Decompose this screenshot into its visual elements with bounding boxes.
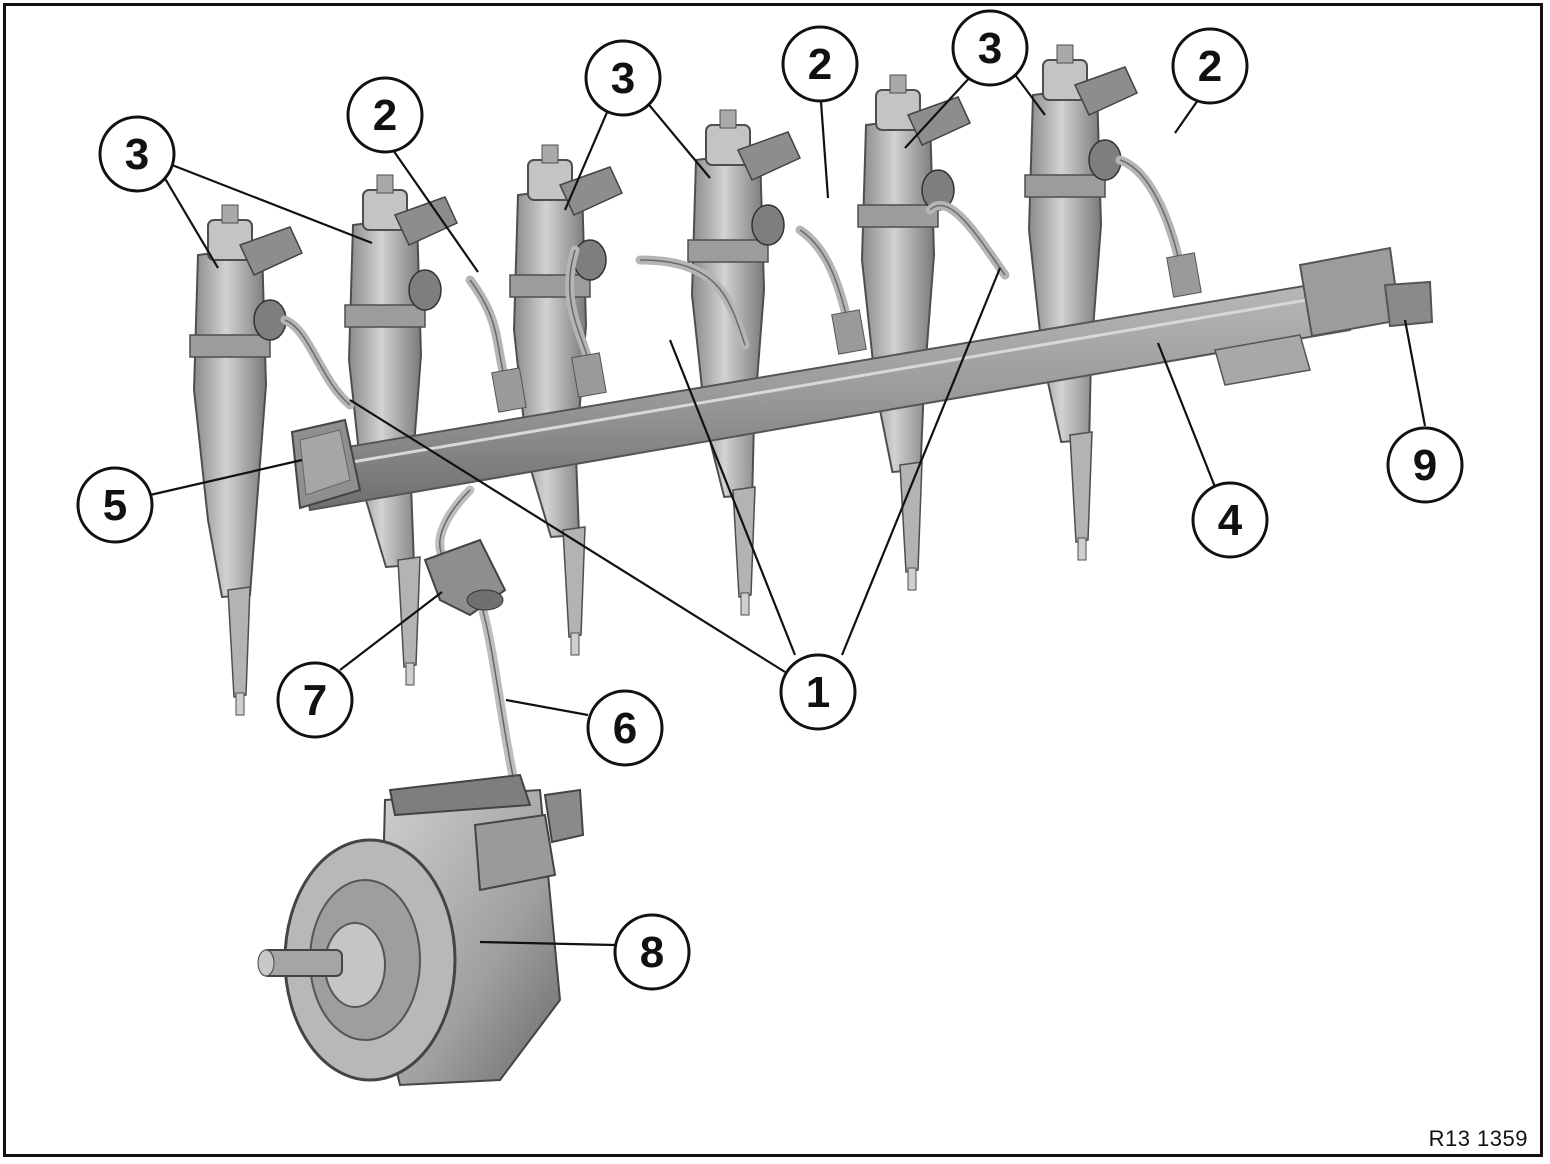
- callout-4: 4: [1191, 481, 1269, 559]
- callout-3: 3: [98, 115, 176, 193]
- leader-lines: [149, 67, 1427, 947]
- callout-label: 2: [373, 91, 397, 140]
- rail-port-1: [491, 367, 527, 413]
- figure-code: R13 1359: [1428, 1126, 1528, 1151]
- high-pressure-pump: [257, 773, 585, 1087]
- callout-6: 6: [586, 689, 664, 767]
- injector-2: [344, 174, 458, 686]
- rail-port-4: [1166, 252, 1202, 298]
- injector-3: [509, 144, 623, 656]
- pump-connector: [543, 788, 585, 844]
- line-connector-nut: [423, 538, 507, 617]
- callout-9: 9: [1386, 426, 1464, 504]
- callout-label: 4: [1218, 496, 1243, 545]
- callout-label: 3: [611, 54, 635, 103]
- callouts: 3 2 3 2 3 2 5 4 9 7 1 6 8: [76, 9, 1464, 991]
- fuel-line-2: [465, 275, 510, 385]
- rail-pressure-sensor: [1214, 246, 1434, 386]
- callout-1: 1: [779, 653, 857, 731]
- callout-5: 5: [76, 466, 154, 544]
- fuel-line-outlines: [284, 159, 1181, 406]
- callout-2: 2: [781, 25, 859, 103]
- rail-port-3: [831, 309, 867, 355]
- callout-7: 7: [276, 661, 354, 739]
- injector-1: [189, 204, 303, 716]
- injector-4: [687, 109, 801, 616]
- callout-label: 9: [1413, 441, 1437, 490]
- fuel-line-6: [925, 201, 1010, 280]
- callout-label: 3: [125, 130, 149, 179]
- callout-label: 7: [303, 676, 327, 725]
- callout-2: 2: [1171, 27, 1249, 105]
- high-pressure-rail: [298, 252, 1352, 512]
- rail-port-2: [571, 352, 607, 398]
- callout-label: 2: [1198, 42, 1222, 91]
- injector-6: [1024, 44, 1138, 561]
- fuel-line-7: [1115, 155, 1185, 270]
- callout-3: 3: [584, 39, 662, 117]
- injectors: [189, 44, 1138, 716]
- callout-2: 2: [346, 76, 424, 154]
- callout-label: 8: [640, 928, 664, 977]
- callout-label: 5: [103, 481, 127, 530]
- injector-5: [857, 74, 971, 591]
- pressure-control-valve: [290, 418, 362, 510]
- callout-label: 1: [806, 668, 830, 717]
- callout-label: 2: [808, 40, 832, 89]
- pump-valve-housing: [473, 813, 557, 892]
- callout-label: 3: [978, 24, 1002, 73]
- fuel-line-1: [280, 315, 355, 410]
- callout-8: 8: [613, 913, 691, 991]
- callout-3: 3: [951, 9, 1029, 87]
- high-pressure-line: [435, 485, 525, 815]
- callout-label: 6: [613, 704, 637, 753]
